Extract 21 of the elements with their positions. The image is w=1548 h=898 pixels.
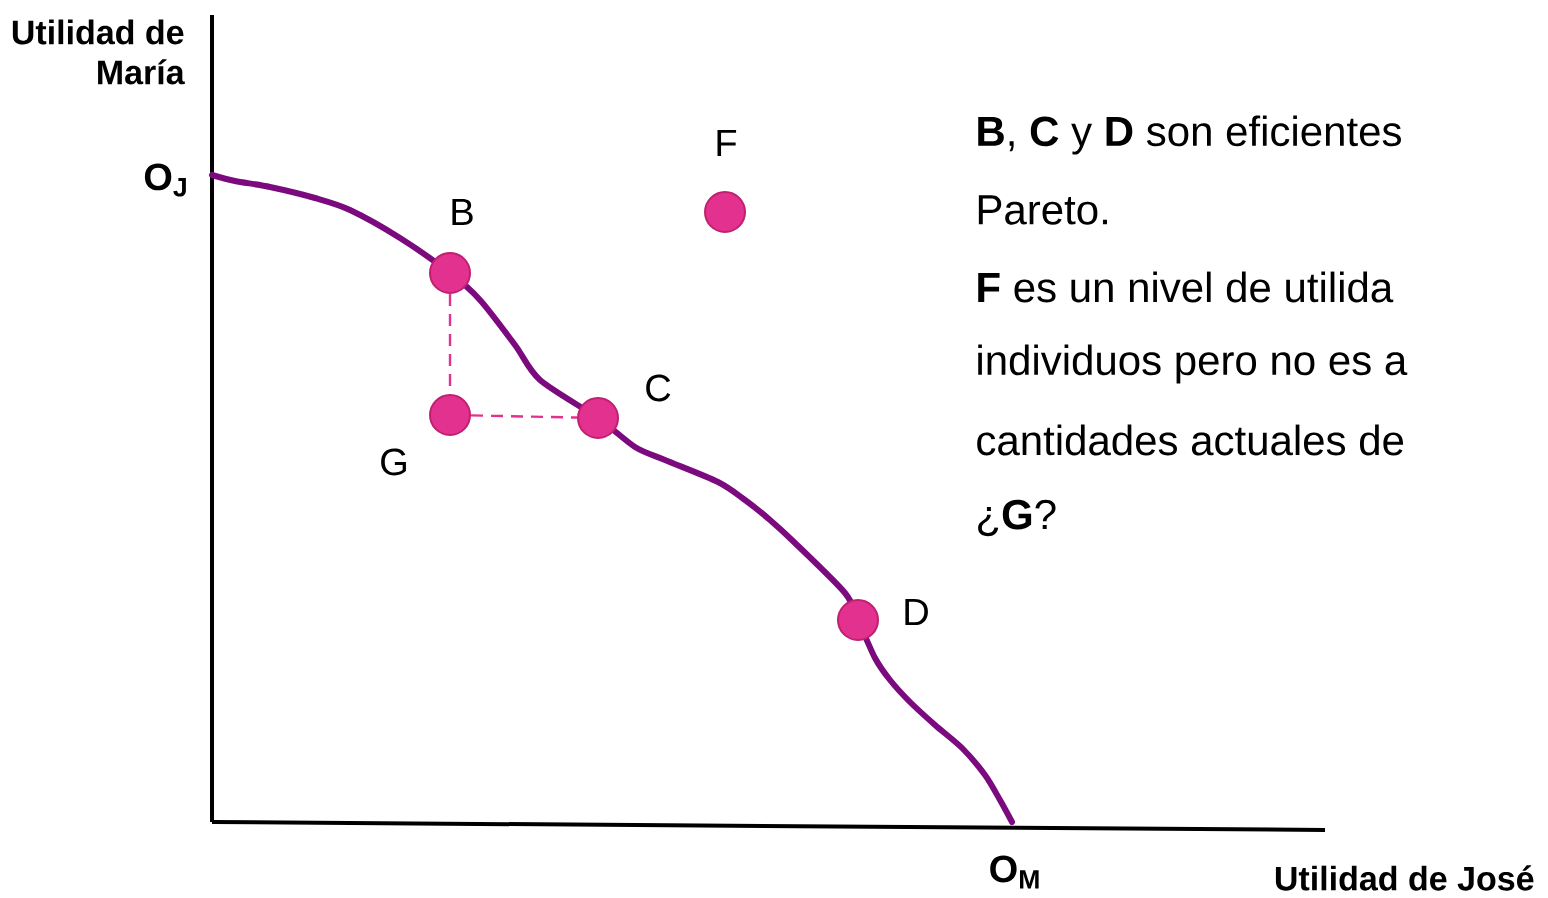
- text-line: B, C y D son eficientes: [978, 115, 1401, 155]
- origin-label: O$_{M}$: [990, 855, 1039, 889]
- origin-label: O$_{J}$: [144, 163, 186, 197]
- axis-title: Utilidad de María: [12, 19, 185, 85]
- text-line: individuos pero no es a: [978, 344, 1408, 384]
- point-label: B: [452, 198, 473, 226]
- point-label: C: [646, 374, 671, 402]
- point-marker: [429, 252, 471, 294]
- point-marker: [429, 394, 471, 436]
- dashed-line: [470, 414, 578, 419]
- point-label: G: [381, 448, 406, 476]
- point-label: D: [905, 598, 928, 626]
- axis-title: Utilidad de José: [1275, 865, 1534, 891]
- text-line: cantidades actuales de: [977, 424, 1404, 456]
- point-marker: [704, 191, 746, 233]
- point-marker: [837, 599, 879, 641]
- point-label: F: [717, 129, 737, 157]
- text-line: ¿G?: [978, 499, 1056, 537]
- point-marker: [577, 397, 619, 439]
- text-line: Pareto.: [978, 195, 1107, 225]
- text-line: F es un nivel de utilida: [978, 271, 1394, 303]
